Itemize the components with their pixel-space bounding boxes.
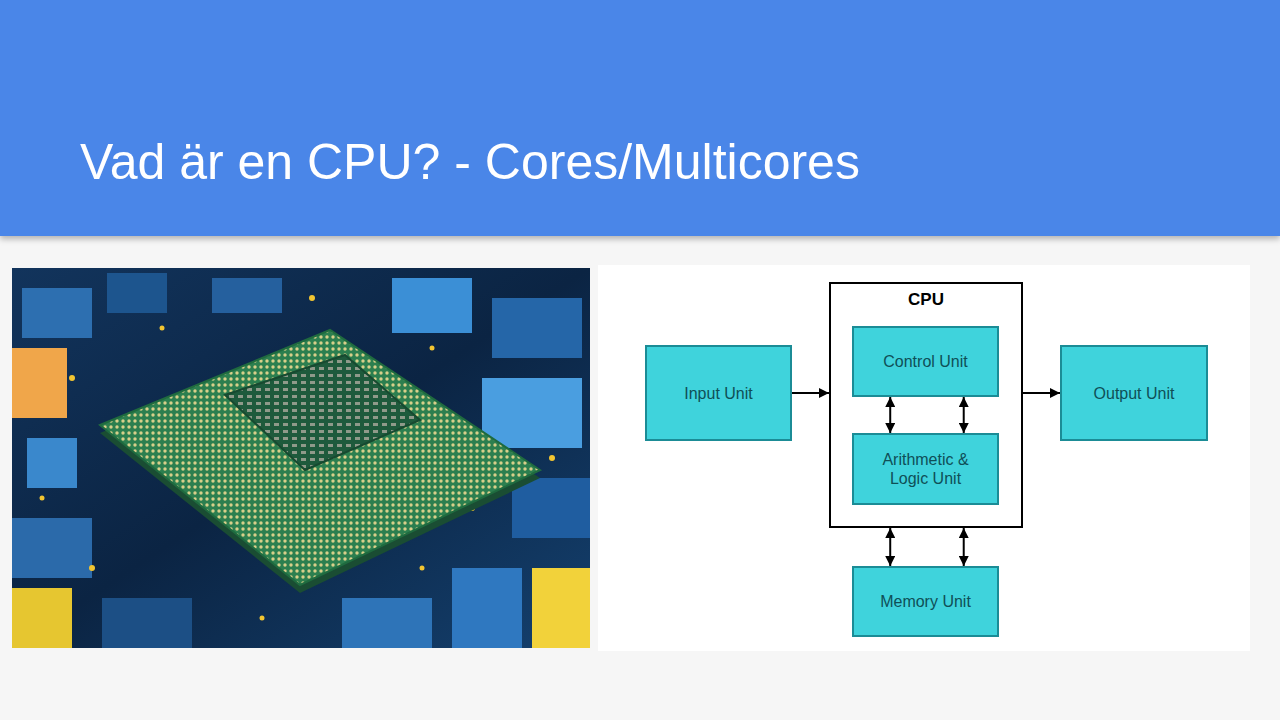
tile [492, 298, 582, 358]
tile [107, 273, 167, 313]
dot [549, 455, 555, 461]
dot [89, 565, 95, 571]
tile [512, 478, 590, 538]
unit-box: Arithmetic & Logic Unit [852, 433, 999, 505]
box-heading: CPU [831, 290, 1021, 310]
connector-arrow [963, 528, 965, 566]
tile [482, 378, 582, 448]
dot [309, 295, 315, 301]
cpu-box: CPU Control UnitArithmetic & Logic Unit [829, 282, 1023, 528]
cpu-photo [12, 268, 590, 648]
dot [69, 375, 75, 381]
slide-title: Vad är en CPU? - Cores/Multicores [80, 132, 860, 192]
connector-arrow [1023, 392, 1060, 394]
tile [102, 598, 192, 648]
connector-arrow [792, 392, 829, 394]
tile [22, 288, 92, 338]
unit-label: Memory Unit [880, 592, 971, 611]
connector-arrow [889, 397, 891, 433]
unit-box: Control Unit [852, 326, 999, 397]
unit-label: Control Unit [883, 352, 967, 371]
chip [100, 330, 540, 585]
tile [452, 568, 522, 648]
unit-box: Output Unit [1060, 345, 1208, 441]
chip-die [225, 355, 420, 470]
tile [342, 598, 432, 648]
dot [160, 326, 165, 331]
tiles [12, 273, 590, 648]
tile [12, 588, 72, 648]
dot [420, 566, 425, 571]
tile [12, 348, 67, 418]
dot [430, 346, 435, 351]
unit-box: Input Unit [645, 345, 792, 441]
tile [212, 278, 282, 313]
dot [260, 616, 265, 621]
unit-label: Input Unit [684, 384, 752, 403]
unit-label: Arithmetic & Logic Unit [864, 450, 987, 488]
connector-arrow [963, 397, 965, 433]
dot [40, 496, 45, 501]
tile [27, 438, 77, 488]
unit-label: Output Unit [1094, 384, 1175, 403]
photo-ground [12, 268, 590, 648]
dots [40, 295, 556, 621]
connector-arrow [889, 528, 891, 566]
unit-box: Memory Unit [852, 566, 999, 637]
tile [532, 568, 590, 648]
tile [12, 518, 92, 578]
tile [392, 278, 472, 333]
header-band [0, 0, 1280, 236]
